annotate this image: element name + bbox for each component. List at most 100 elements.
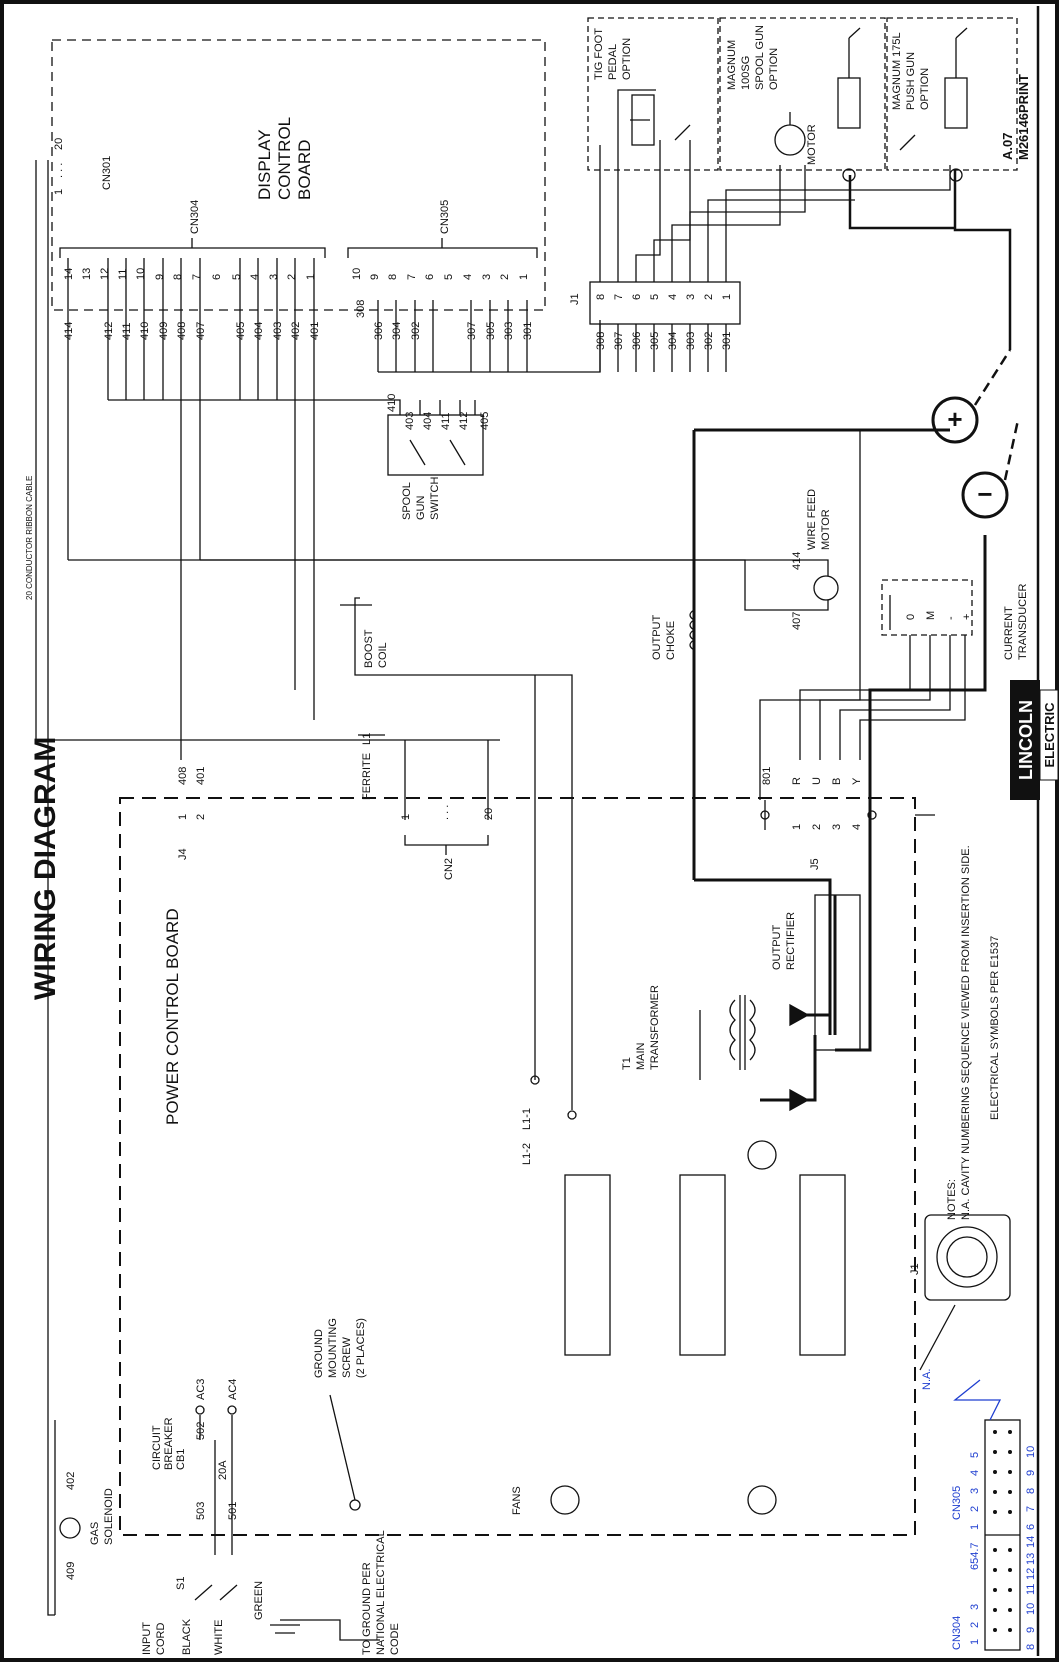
svg-text:1: 1 bbox=[518, 274, 530, 280]
svg-text:1: 1 bbox=[969, 1639, 981, 1645]
svg-text:ELECTRICAL SYMBOLS PER E1537: ELECTRICAL SYMBOLS PER E1537 bbox=[989, 936, 1001, 1120]
svg-text:1: 1 bbox=[721, 294, 733, 300]
fan-2 bbox=[747, 1485, 777, 1515]
svg-text:GROUND: GROUND bbox=[313, 1329, 325, 1378]
svg-text:412: 412 bbox=[103, 322, 115, 340]
svg-text:306: 306 bbox=[631, 332, 643, 350]
svg-text:302: 302 bbox=[703, 332, 715, 350]
cn304-wire-labels: 414 412 411 410 409 408 407 405 404 403 … bbox=[63, 322, 321, 340]
svg-text:9: 9 bbox=[1025, 1627, 1037, 1633]
svg-text:R: R bbox=[791, 777, 803, 785]
main-transformer-label: T1 MAIN TRANSFORMER bbox=[621, 985, 661, 1070]
svg-text:8: 8 bbox=[387, 274, 399, 280]
svg-text:7: 7 bbox=[406, 274, 418, 280]
j5-wire-labels: 801 R U B Y bbox=[761, 767, 863, 785]
display-control-board-label: DISPLAY CONTROL BOARD bbox=[255, 117, 314, 200]
svg-text:(2 PLACES): (2 PLACES) bbox=[355, 1318, 367, 1378]
svg-text:5: 5 bbox=[231, 274, 243, 280]
svg-text:401: 401 bbox=[195, 767, 207, 785]
svg-text:SWITCH: SWITCH bbox=[429, 477, 441, 520]
svg-text:408: 408 bbox=[176, 322, 188, 340]
power-module-1 bbox=[564, 1174, 611, 1356]
svg-text:3: 3 bbox=[969, 1604, 981, 1610]
svg-text:2: 2 bbox=[195, 814, 207, 820]
svg-text:BOARD: BOARD bbox=[295, 140, 314, 200]
svg-text:2: 2 bbox=[969, 1622, 981, 1628]
svg-text:20A: 20A bbox=[217, 1460, 229, 1480]
svg-text:407: 407 bbox=[791, 612, 803, 630]
svg-text:CB1: CB1 bbox=[175, 1449, 187, 1470]
svg-text:NATIONAL ELECTRICAL: NATIONAL ELECTRICAL bbox=[375, 1530, 387, 1655]
spool-gun-switch-box bbox=[387, 414, 484, 476]
power-control-board-label: POWER CONTROL BOARD bbox=[163, 908, 182, 1125]
svg-text:1: 1 bbox=[969, 1524, 981, 1530]
svg-text:3: 3 bbox=[969, 1488, 981, 1494]
boost-coil-label: BOOST COIL bbox=[363, 629, 389, 668]
svg-text:B: B bbox=[831, 778, 843, 785]
circuit-breaker-label: CIRCUIT BREAKER CB1 bbox=[151, 1417, 187, 1470]
ground-screw-label: GROUND MOUNTING SCREW (2 PLACES) bbox=[313, 1318, 367, 1378]
svg-text:13: 13 bbox=[1025, 1553, 1037, 1565]
svg-text:SOLENOID: SOLENOID bbox=[103, 1488, 115, 1545]
svg-text:3: 3 bbox=[481, 274, 493, 280]
svg-text:TIG FOOT: TIG FOOT bbox=[593, 28, 605, 80]
connector-legend: N.A. CN305 CN304 1 2 3 654.7 8 9 10 11 1… bbox=[921, 1369, 1037, 1650]
fans-label: FANS bbox=[511, 1486, 523, 1515]
output-choke-label: OUTPUT CHOKE bbox=[651, 615, 677, 661]
svg-text:411: 411 bbox=[121, 322, 133, 340]
svg-text:2: 2 bbox=[499, 274, 511, 280]
l1-label: L1 bbox=[361, 733, 373, 745]
svg-text:3: 3 bbox=[268, 274, 280, 280]
ground-note: TO GROUND PER NATIONAL ELECTRICAL CODE bbox=[361, 1530, 401, 1655]
svg-text:CORD: CORD bbox=[155, 1623, 167, 1655]
push-gun-option-box bbox=[886, 17, 1018, 171]
svg-text:6: 6 bbox=[1025, 1524, 1037, 1530]
svg-text:401: 401 bbox=[309, 322, 321, 340]
svg-text:PEDAL: PEDAL bbox=[607, 44, 619, 80]
output-rectifier-label: OUTPUT RECTIFIER bbox=[771, 912, 797, 970]
ribbon-cable-label: 20 CONDUCTOR RIBBON CABLE bbox=[25, 476, 34, 600]
spool-gun-switch-label: SPOOL GUN SWITCH bbox=[401, 477, 441, 520]
svg-text:308: 308 bbox=[595, 332, 607, 350]
svg-text:1: 1 bbox=[400, 814, 412, 820]
svg-text:CIRCUIT: CIRCUIT bbox=[151, 1425, 163, 1470]
cn305-label: CN305 bbox=[439, 200, 451, 234]
spool-gun-option-label: MAGNUM 100SG SPOOL GUN OPTION bbox=[726, 25, 780, 90]
j1-round-label: J1 bbox=[909, 1263, 921, 1275]
svg-text:305: 305 bbox=[649, 332, 661, 350]
svg-text:L1-2: L1-2 bbox=[521, 1143, 533, 1165]
j5-pins: 1 2 3 4 bbox=[791, 824, 863, 830]
svg-text:801: 801 bbox=[761, 767, 773, 785]
svg-text:5: 5 bbox=[649, 294, 661, 300]
svg-text:408: 408 bbox=[177, 767, 189, 785]
svg-text:CONTROL: CONTROL bbox=[275, 117, 294, 200]
transducer-pins: 0 M - + bbox=[905, 611, 973, 620]
svg-text:COIL: COIL bbox=[377, 642, 389, 668]
switch-s1-label: S1 bbox=[175, 1577, 187, 1590]
svg-text:8: 8 bbox=[1025, 1644, 1037, 1650]
cn304-label: CN304 bbox=[189, 200, 201, 234]
svg-text:MAGNUM 175L: MAGNUM 175L bbox=[891, 32, 903, 110]
svg-text:OPTION: OPTION bbox=[768, 48, 780, 90]
svg-text:654.7: 654.7 bbox=[969, 1542, 981, 1570]
svg-text:N.A.: N.A. bbox=[921, 1369, 933, 1390]
svg-text:501: 501 bbox=[227, 1502, 239, 1520]
svg-text:409: 409 bbox=[158, 322, 170, 340]
svg-text:2: 2 bbox=[703, 294, 715, 300]
motor-label: MOTOR bbox=[806, 124, 818, 165]
j1-label: J1 bbox=[569, 293, 581, 305]
svg-text:403: 403 bbox=[272, 322, 284, 340]
svg-text:BOOST: BOOST bbox=[363, 629, 375, 668]
svg-text:OUTPUT: OUTPUT bbox=[651, 615, 663, 661]
svg-text:CN305: CN305 bbox=[951, 1486, 963, 1520]
cn301-label: CN301 bbox=[101, 156, 113, 190]
svg-text:7: 7 bbox=[613, 294, 625, 300]
j4-label: J4 bbox=[177, 848, 189, 860]
svg-text:9: 9 bbox=[1025, 1470, 1037, 1476]
svg-text:TO GROUND PER: TO GROUND PER bbox=[361, 1562, 373, 1655]
svg-text:2: 2 bbox=[969, 1506, 981, 1512]
ribbon-cable-line bbox=[47, 160, 390, 741]
svg-text:. . .: . . . bbox=[439, 805, 451, 820]
svg-text:414: 414 bbox=[791, 552, 803, 570]
